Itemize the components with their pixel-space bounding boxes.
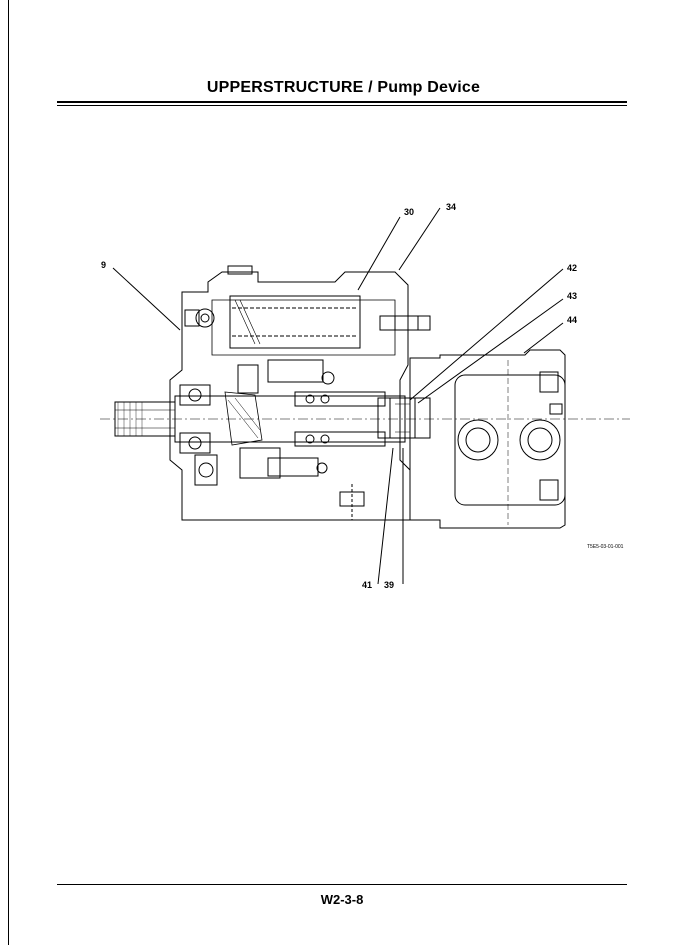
rear-pump-housing <box>409 349 566 529</box>
header-rule-thick <box>57 101 627 103</box>
upper-piston-left <box>195 308 215 328</box>
leader-30 <box>357 216 401 291</box>
callout-34: 34 <box>446 202 456 212</box>
callout-43: 43 <box>567 291 577 301</box>
pump-housing <box>169 271 411 521</box>
callout-42: 42 <box>567 263 577 273</box>
leader-9 <box>112 267 181 331</box>
callout-labels: 9 30 34 42 43 44 41 39 T5E5-03-01-001 <box>101 202 624 590</box>
callout-30: 30 <box>404 207 414 217</box>
coupling <box>377 397 431 439</box>
leader-44 <box>523 322 564 354</box>
inner-cavity <box>211 299 396 356</box>
header-rule-thin <box>57 105 627 106</box>
page-title: UPPERSTRUCTURE / Pump Device <box>206 79 481 96</box>
leader-42 <box>409 268 564 401</box>
swash-plate <box>224 391 263 446</box>
leader-43 <box>417 298 564 404</box>
top-bolt <box>379 315 431 331</box>
page-number: W2-3-8 <box>320 892 364 907</box>
port-circle-right <box>519 419 561 461</box>
callout-41: 41 <box>362 580 372 590</box>
leader-41 <box>377 447 394 585</box>
leader-34 <box>398 207 441 271</box>
front-bearing <box>179 384 211 406</box>
footer-rule <box>57 884 627 885</box>
callout-39: 39 <box>384 580 394 590</box>
figure-id: T5E5-03-01-001 <box>587 544 624 550</box>
cylinder-block-upper <box>229 295 361 349</box>
page-left-border <box>8 0 9 945</box>
callout-9: 9 <box>101 260 106 270</box>
callout-44: 44 <box>567 315 577 325</box>
port-circle-left <box>457 419 499 461</box>
